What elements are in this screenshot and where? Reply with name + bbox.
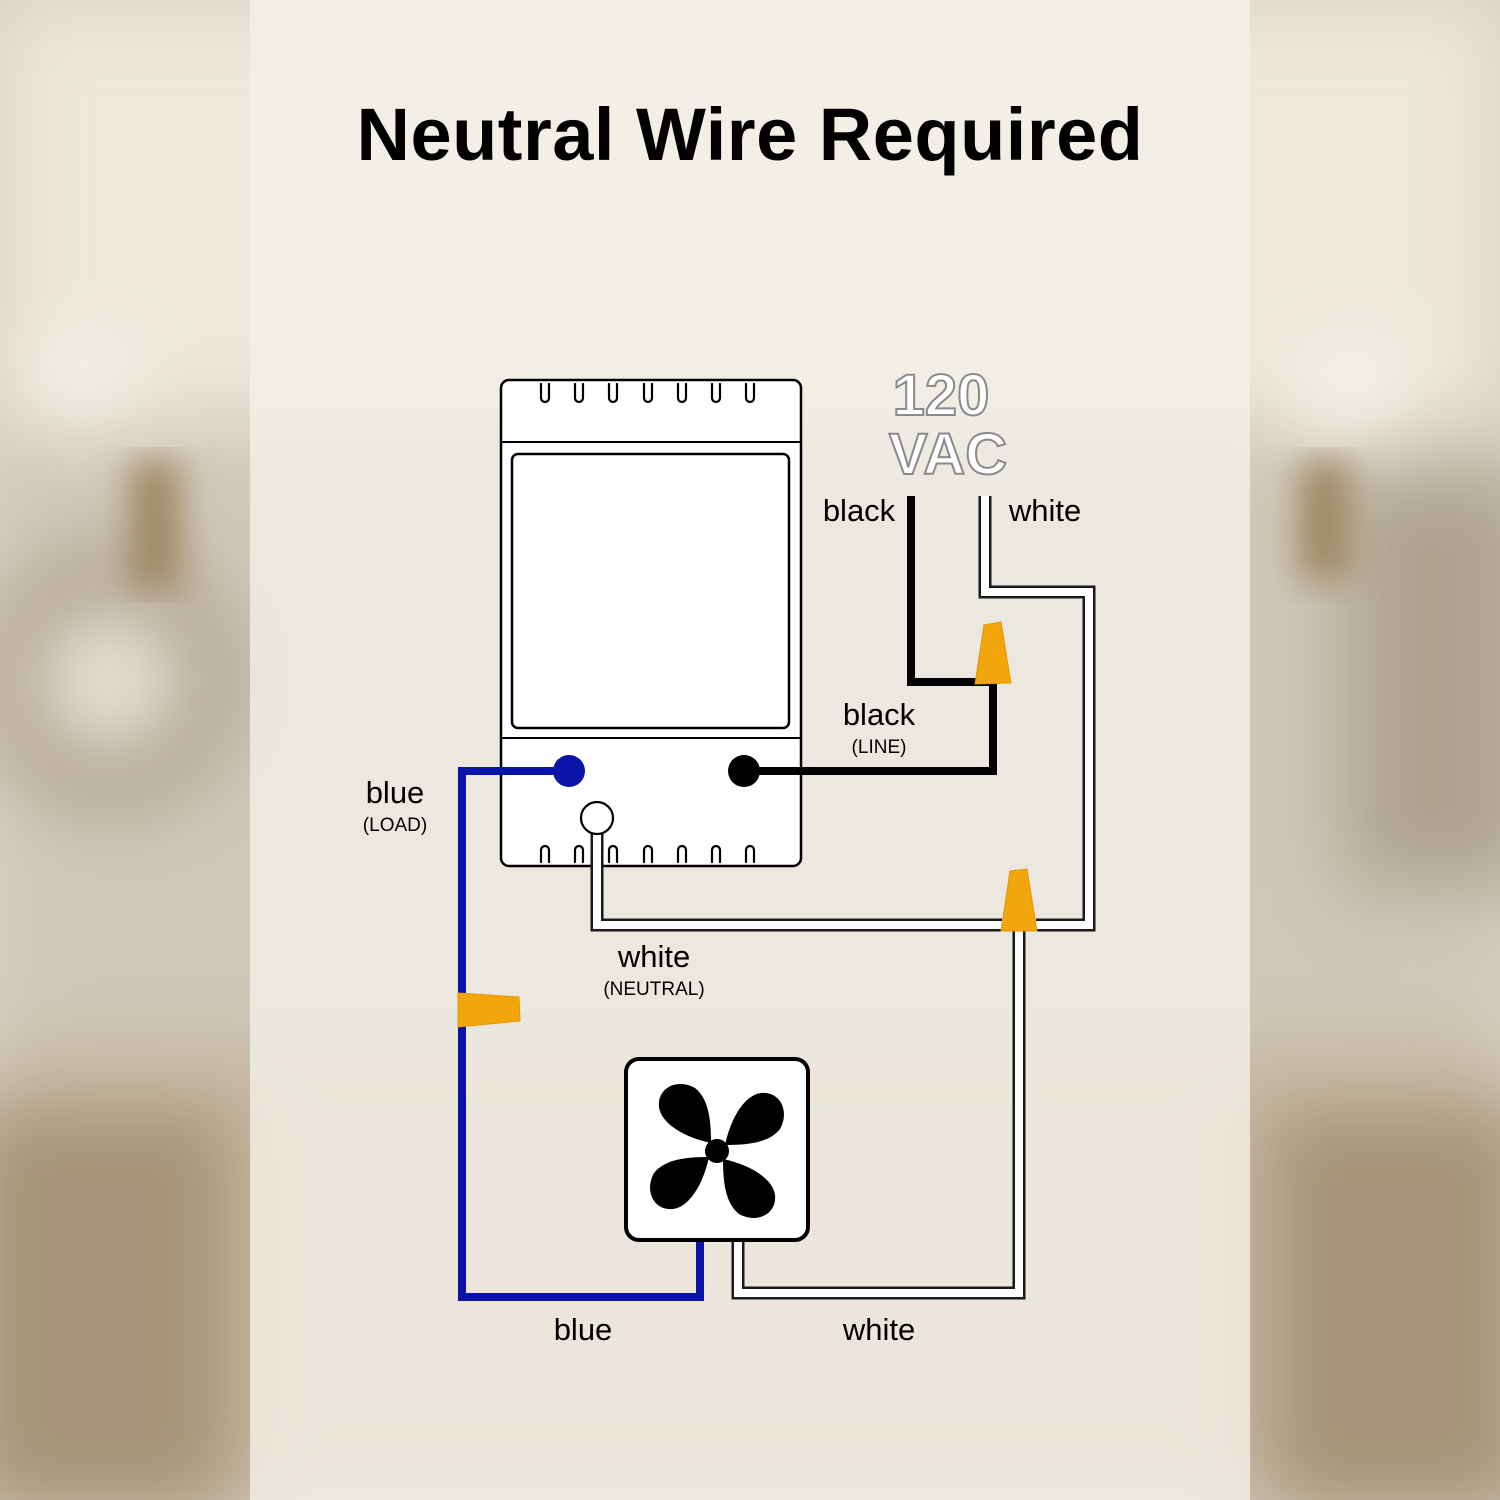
- load-terminal: [553, 755, 585, 787]
- fan-white-label: white: [842, 1312, 915, 1347]
- black-line-wire: [744, 496, 997, 775]
- supply-voltage-label: 120: [893, 363, 990, 428]
- supply-white-label: white: [1008, 493, 1081, 528]
- neutral-white-label: white: [617, 939, 690, 974]
- neutral-sub-label: (NEUTRAL): [603, 979, 704, 1000]
- line-black-label: black: [843, 697, 916, 732]
- wire-nut-icon: [974, 621, 1012, 685]
- white-neutral-wire: [590, 496, 1096, 1300]
- line-sub-label: (LINE): [852, 737, 907, 758]
- neutral-terminal: [579, 800, 615, 836]
- line-terminal: [728, 755, 760, 787]
- fan-icon: [624, 1057, 810, 1242]
- load-blue-label: blue: [366, 775, 425, 810]
- page-title: Neutral Wire Required: [356, 93, 1144, 176]
- load-sub-label: (LOAD): [363, 815, 427, 836]
- supply-voltage-unit: VAC: [889, 422, 1007, 487]
- wire-nut-icon: [457, 992, 521, 1028]
- wire-nut-icon: [1000, 868, 1038, 932]
- smart-switch-icon: [499, 378, 803, 868]
- supply-black-label: black: [823, 493, 896, 528]
- fan-blue-label: blue: [554, 1312, 613, 1347]
- blue-load-wire: [458, 767, 704, 1301]
